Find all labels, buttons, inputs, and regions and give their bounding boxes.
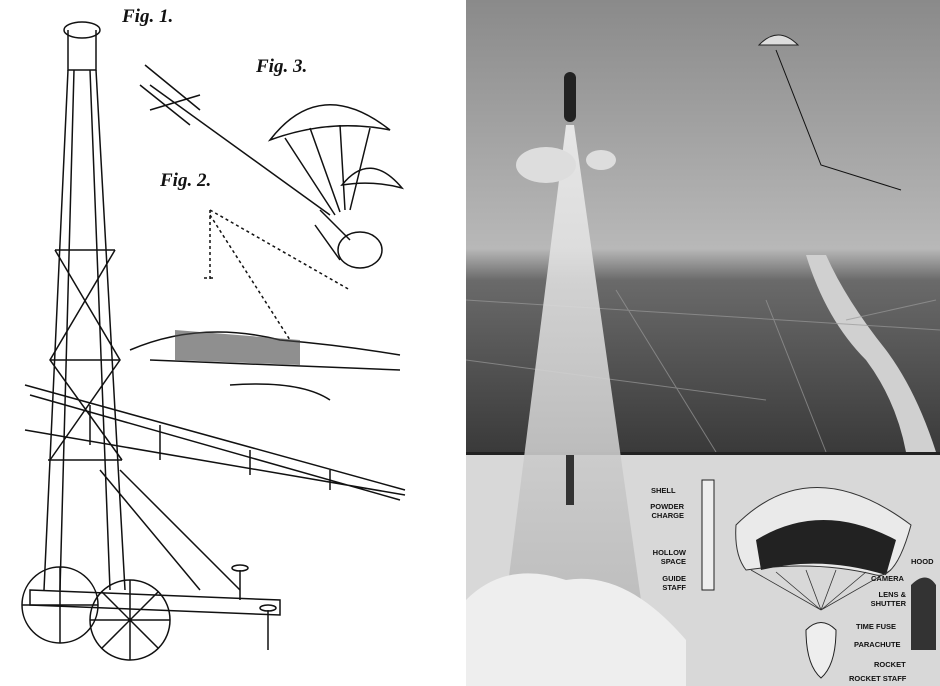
label-shell: SHELL — [651, 486, 676, 495]
label-powder-charge: POWDER CHARGE — [650, 502, 684, 520]
divider — [458, 0, 466, 686]
figure-1-label: Fig. 1. — [122, 6, 174, 27]
label-rocket: ROCKET — [874, 660, 906, 669]
label-guide-staff: GUIDE STAFF — [662, 574, 686, 592]
patent-drawing-panel: Fig. 1. Fig. 2. Fig. 3. — [0, 0, 458, 686]
rocket-launch-photo — [466, 0, 940, 686]
label-time-fuse: TIME FUSE — [856, 622, 897, 631]
rocket-photo-panel: SHELL POWDER CHARGE HOLLOW SPACE GUIDE S… — [466, 0, 940, 686]
label-rocket-staff: ROCKET STAFF — [849, 674, 907, 683]
label-hollow-space: HOLLOW SPACE — [652, 548, 686, 566]
label-parachute: PARACHUTE — [854, 640, 901, 649]
figure-3-label: Fig. 3. — [256, 56, 308, 77]
launch-tower-drawing — [21, 21, 406, 661]
figure-2-label: Fig. 2. — [160, 170, 212, 191]
label-camera: CAMERA — [871, 574, 904, 583]
label-lens-shutter: LENS & SHUTTER — [870, 590, 906, 608]
label-hood: HOOD — [911, 557, 934, 566]
